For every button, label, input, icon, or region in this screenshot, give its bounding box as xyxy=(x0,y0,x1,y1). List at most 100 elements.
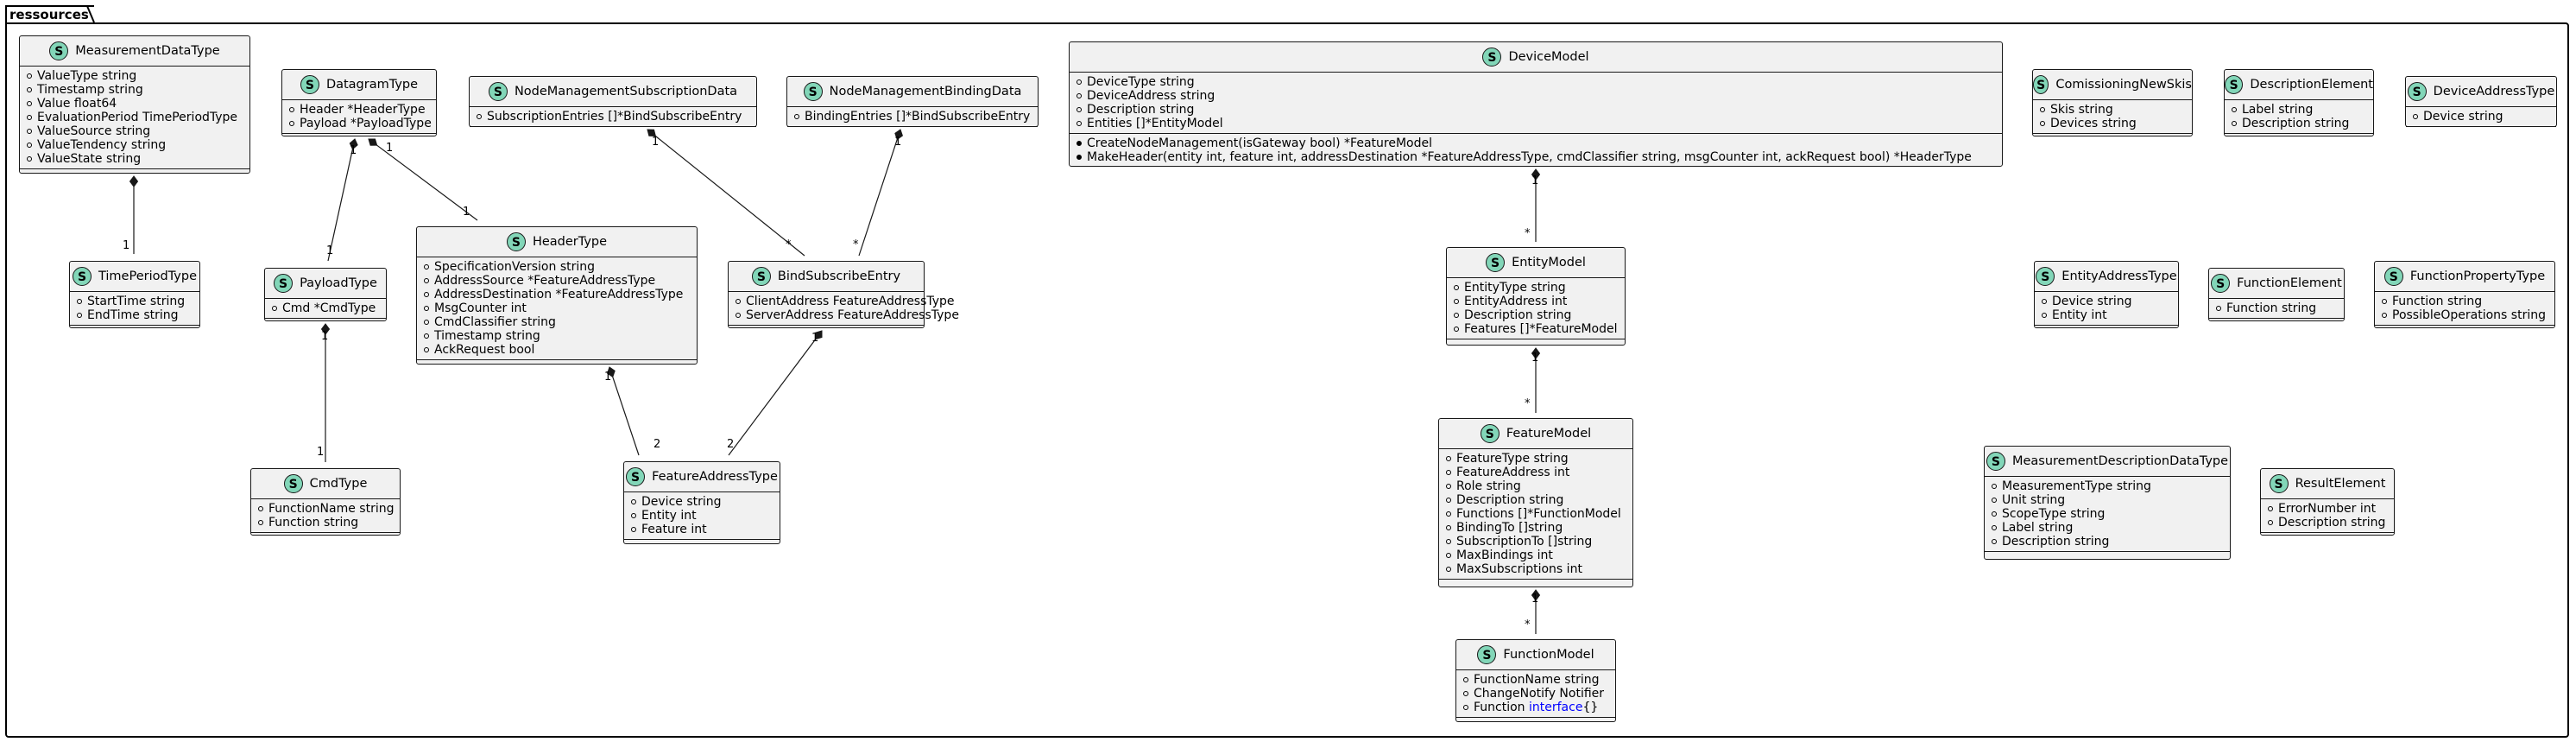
class-field: MaxBindings int xyxy=(1446,549,1632,562)
composition-diamond-icon xyxy=(1531,168,1541,181)
class-name: DescriptionElement xyxy=(2250,78,2373,92)
class-field: Cmd *CmdType xyxy=(272,301,386,315)
class-name: NodeManagementSubscriptionData xyxy=(514,85,738,98)
field-text: Description string xyxy=(2278,516,2386,530)
class-name: CmdType xyxy=(309,477,368,491)
field-text: Features []*FeatureModel xyxy=(1464,322,1618,336)
public-visibility-icon xyxy=(424,264,429,270)
class-field: Function string xyxy=(258,516,400,530)
type-keyword: interface xyxy=(1529,701,1583,714)
class-methods-section xyxy=(729,325,924,333)
public-visibility-icon xyxy=(27,101,32,106)
public-visibility-icon xyxy=(477,114,482,119)
class-field: Function string xyxy=(2382,295,2554,308)
field-text: Device string xyxy=(641,495,722,509)
class-fields-section: Cmd *CmdType xyxy=(265,299,386,318)
public-visibility-icon xyxy=(77,299,82,304)
relation-payload-type-to-cmd-type: 11 xyxy=(317,323,331,462)
public-visibility-icon xyxy=(1446,456,1451,461)
class-methods-section xyxy=(2035,325,2178,333)
public-visibility-icon xyxy=(1454,285,1459,290)
struct-stereotype-icon: S xyxy=(274,274,294,293)
field-text: Value float64 xyxy=(37,97,117,111)
class-field: AddressSource *FeatureAddressType xyxy=(424,274,697,288)
public-visibility-icon xyxy=(1454,327,1459,332)
field-text: Description string xyxy=(2242,117,2350,130)
struct-stereotype-icon: S xyxy=(506,232,526,251)
relation-device-model-to-entity-model: 1* xyxy=(1525,168,1541,242)
class-field: ValueTendency string xyxy=(27,138,249,152)
public-visibility-icon xyxy=(1992,525,1997,530)
field-text: Cmd *CmdType xyxy=(282,301,376,315)
class-field: DeviceType string xyxy=(1076,75,2002,89)
class-field: Label string xyxy=(1992,521,2230,535)
public-visibility-icon xyxy=(27,129,32,134)
public-visibility-icon xyxy=(272,306,277,311)
field-text: EvaluationPeriod TimePeriodType xyxy=(37,111,238,124)
composition-diamond-icon xyxy=(894,129,903,141)
class-name: NodeManagementBindingData xyxy=(829,85,1022,98)
class-methods-section xyxy=(1985,551,2230,559)
class-fields-section: Function string xyxy=(2209,299,2344,318)
public-visibility-icon xyxy=(27,115,32,120)
class-fields-section: Device string xyxy=(2406,107,2556,126)
struct-stereotype-icon: S xyxy=(1482,48,1502,67)
field-text: Function interface{} xyxy=(1474,701,1599,714)
class-field: Description string xyxy=(1446,493,1632,507)
field-text: DeviceAddress string xyxy=(1087,89,1215,103)
public-visibility-icon xyxy=(736,313,741,318)
target-multiplicity: 2 xyxy=(653,438,660,451)
composition-diamond-icon xyxy=(647,129,657,137)
field-text: SubscriptionEntries []*BindSubscribeEntr… xyxy=(487,110,742,124)
public-visibility-icon xyxy=(1446,567,1451,572)
class-name: ComissioningNewSkis xyxy=(2055,78,2192,92)
public-visibility-icon xyxy=(424,320,429,325)
public-visibility-icon xyxy=(736,299,741,304)
struct-stereotype-icon: S xyxy=(626,467,646,486)
source-multiplicity: 1 xyxy=(350,144,357,157)
class-field: Entity int xyxy=(631,509,780,523)
class-methods-section xyxy=(2375,325,2554,333)
field-text: Function string xyxy=(2226,301,2317,315)
field-text: AckRequest bool xyxy=(434,343,535,357)
struct-stereotype-icon: S xyxy=(2407,82,2427,101)
public-visibility-icon xyxy=(1076,155,1082,160)
field-text: Devices string xyxy=(2050,117,2137,130)
target-multiplicity: 1 xyxy=(123,239,129,252)
public-visibility-icon xyxy=(1076,79,1082,85)
public-visibility-icon xyxy=(1076,121,1082,126)
class-name: BindSubscribeEntry xyxy=(777,270,901,283)
class-name: ResultElement xyxy=(2295,477,2386,491)
struct-stereotype-icon: S xyxy=(488,82,508,101)
class-field: Description string xyxy=(2268,516,2394,530)
field-text: Functions []*FunctionModel xyxy=(1456,507,1621,521)
field-text: Payload *PayloadType xyxy=(300,117,432,130)
class-field: CmdClassifier string xyxy=(424,315,697,329)
struct-stereotype-icon: S xyxy=(2033,75,2049,94)
relation-datagram-type-to-payload-type: 11 xyxy=(326,138,358,262)
target-multiplicity: * xyxy=(853,238,859,251)
public-visibility-icon xyxy=(1454,299,1459,304)
class-field: ScopeType string xyxy=(1992,507,2230,521)
field-text: PossibleOperations string xyxy=(2392,308,2546,322)
field-text: CmdClassifier string xyxy=(434,315,556,329)
field-text: StartTime string xyxy=(87,295,186,308)
